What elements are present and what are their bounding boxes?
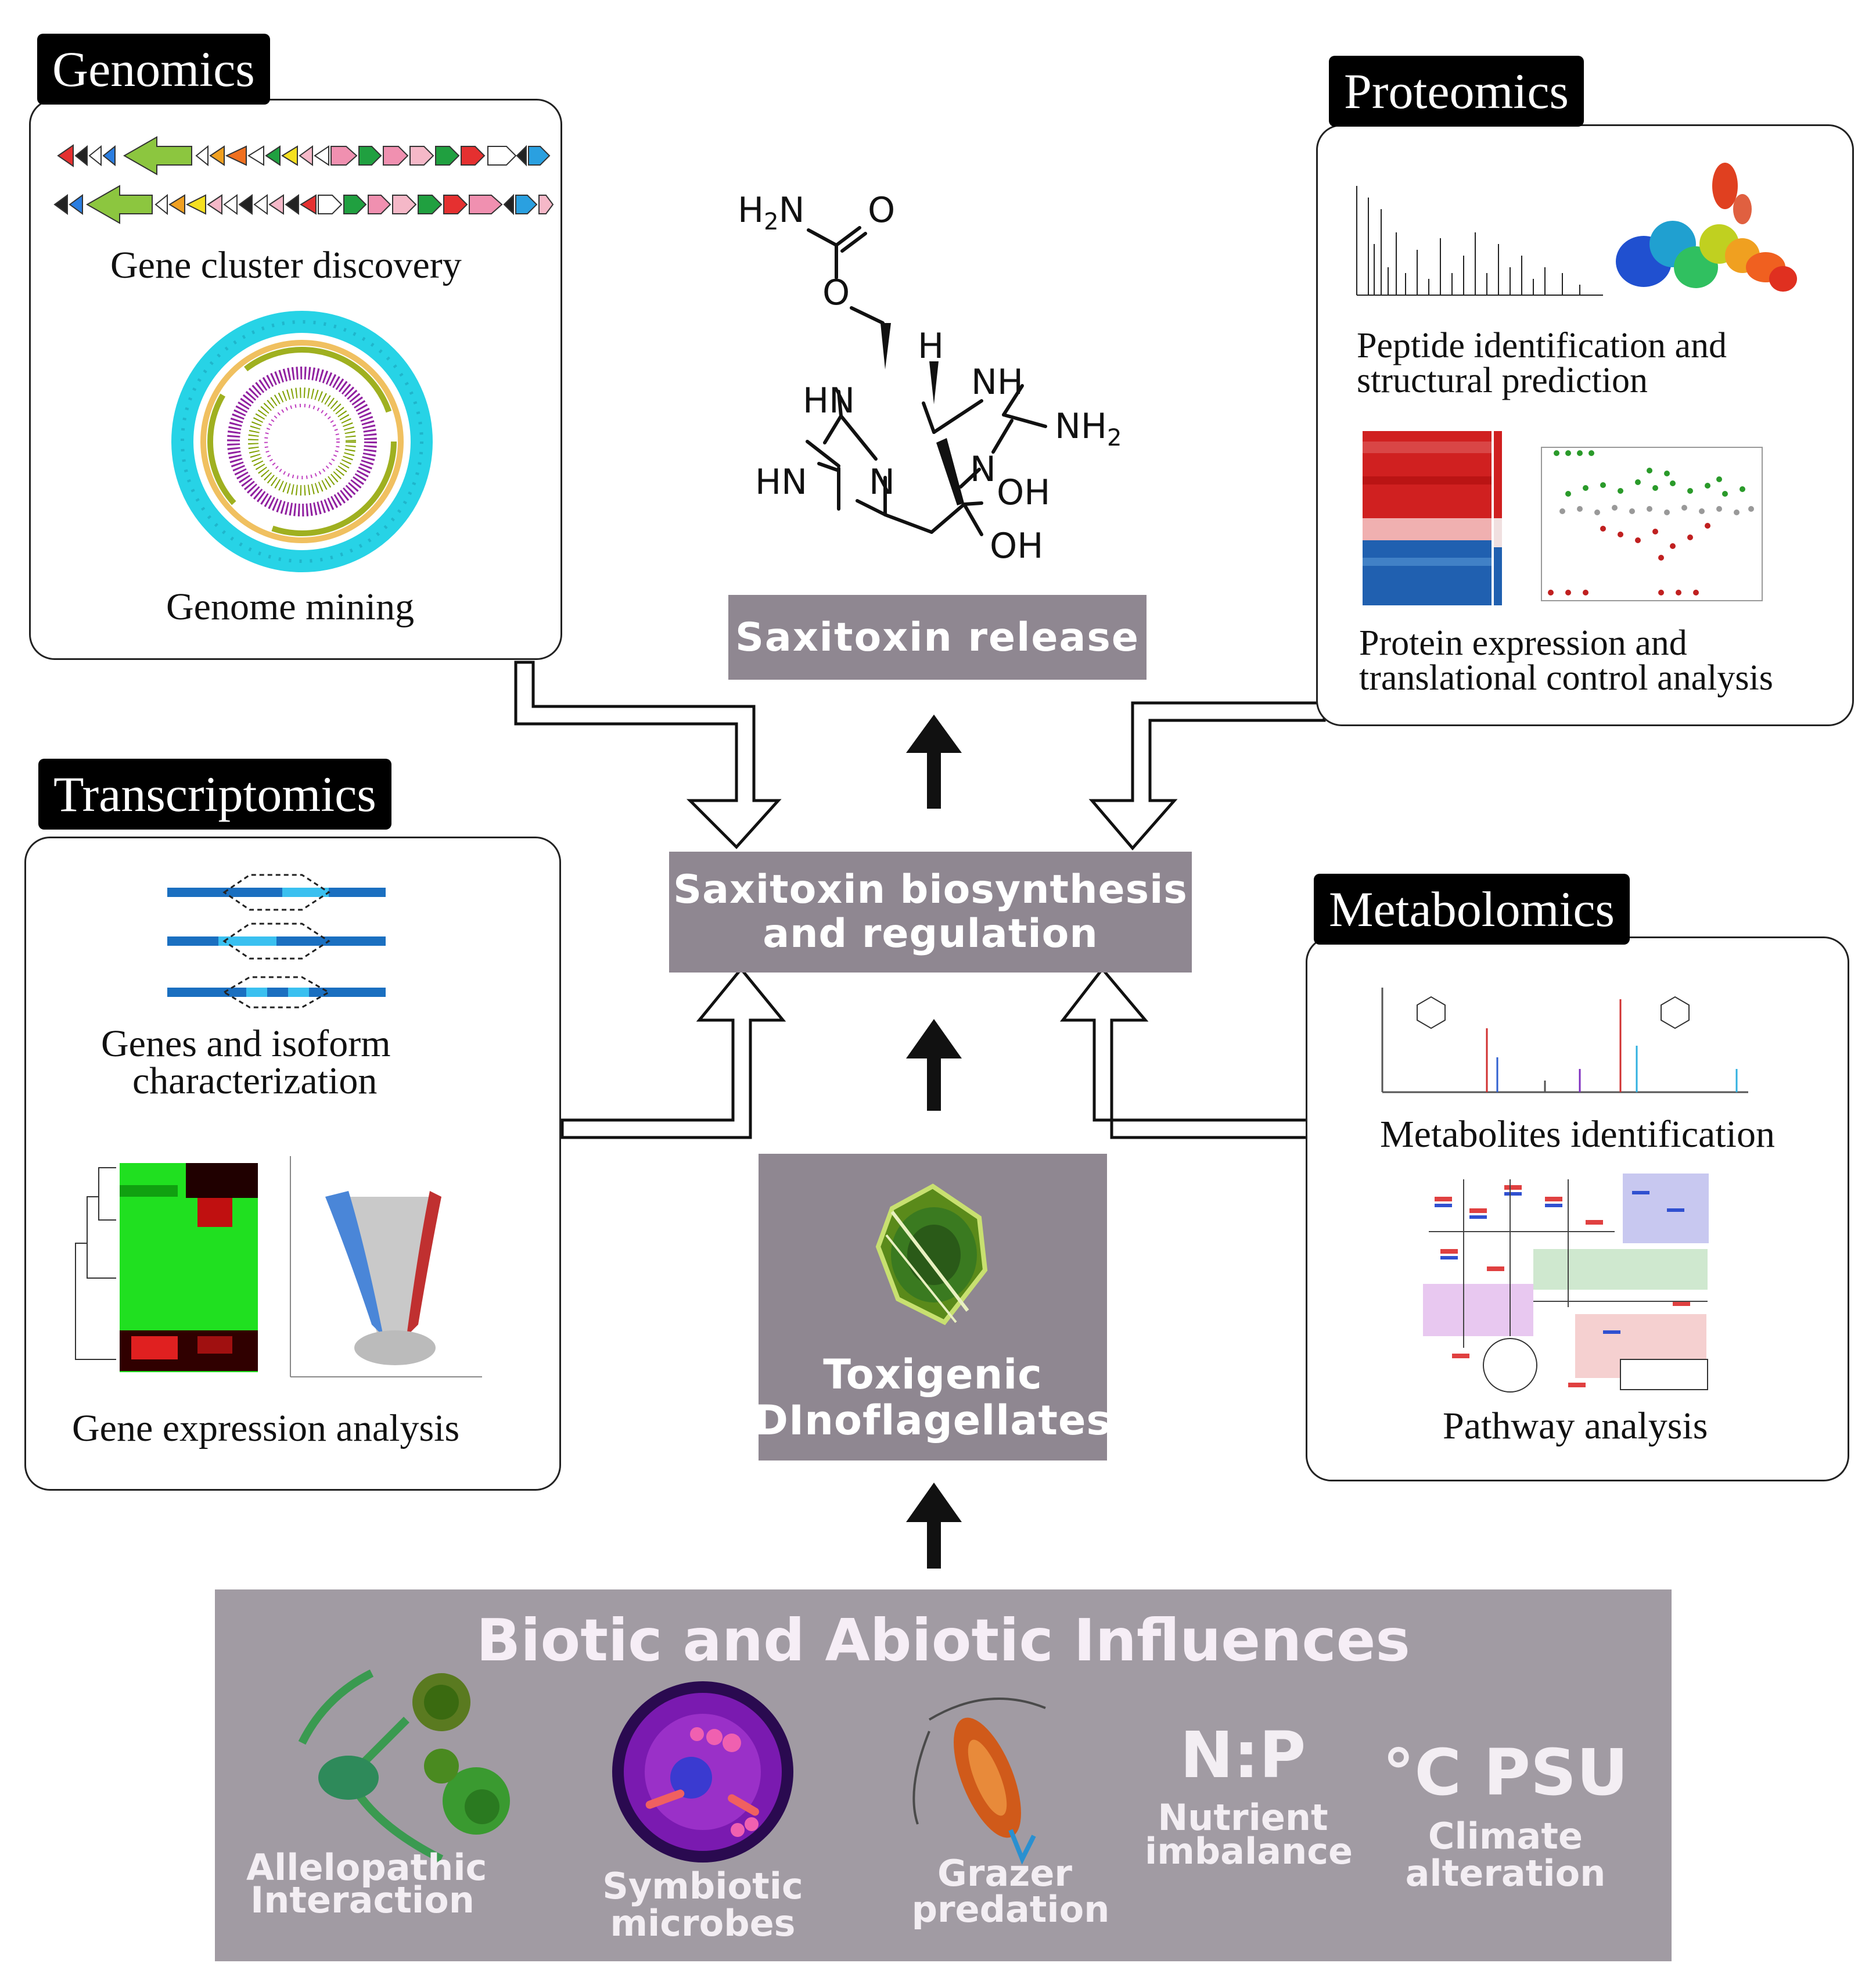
genomics-tag: Genomics	[37, 34, 270, 105]
protein-expression-label-line1: Protein expression and	[1359, 623, 1687, 663]
saxitoxin-biosynthesis-box: Saxitoxin biosynthesis and regulation	[669, 852, 1192, 973]
atom-oh-upper: OH	[997, 472, 1051, 513]
atom-n-imine: N	[970, 449, 996, 490]
peptide-identification-label-line2: structural prediction	[1357, 361, 1648, 400]
pathway-analysis-label: Pathway analysis	[1443, 1405, 1708, 1447]
biosynthesis-line1: Saxitoxin biosynthesis	[673, 866, 1188, 913]
metabolites-identification-label: Metabolites identification	[1380, 1113, 1775, 1156]
grazer-label-line2: predation	[911, 1888, 1110, 1930]
saxitoxin-release-box: Saxitoxin release	[728, 595, 1147, 680]
arrow-proteomics	[1088, 701, 1326, 851]
arrow-up-organism	[906, 1483, 962, 1569]
organism-line1: Toxigenic	[823, 1351, 1043, 1399]
atom-h: H	[918, 326, 944, 367]
atom-nh2: NH2	[1055, 406, 1122, 451]
genes-isoform-label-line2: characterization	[132, 1060, 378, 1102]
atom-o-ester: O	[822, 272, 850, 313]
atom-nh: NH	[971, 362, 1023, 403]
transcriptomics-tag: Transcriptomics	[38, 759, 391, 830]
climate-symbol: °C PSU	[1382, 1735, 1629, 1810]
atom-oh-lower: OH	[990, 526, 1044, 566]
nutrient-label-line1: Nutrient	[1158, 1796, 1328, 1839]
protein-expression-label-line2: translational control analysis	[1359, 658, 1773, 698]
allelopathic-label-line1: Allelopathic	[246, 1846, 487, 1889]
peptide-identification-label-line1: Peptide identification and	[1357, 326, 1727, 365]
arrow-up-biosynthesis	[906, 1019, 962, 1111]
metabolomics-tag: Metabolomics	[1314, 874, 1630, 945]
atom-o-carbonyl: O	[868, 190, 896, 231]
atom-hn-upper: HN	[803, 381, 855, 421]
nutrient-label-line2: imbalance	[1144, 1830, 1353, 1872]
arrow-metabolomics	[1059, 967, 1313, 1139]
genome-mining-label: Genome mining	[166, 586, 415, 628]
proteomics-tag: Proteomics	[1329, 56, 1584, 127]
proteomics-panel	[1316, 124, 1854, 726]
atom-hn-lower: HN	[755, 462, 807, 503]
arrow-transcriptomics	[560, 967, 786, 1139]
genomics-panel	[29, 99, 562, 660]
dinoflagellate-image	[875, 1183, 988, 1326]
influences-title: Biotic and Abiotic Influences	[476, 1606, 1410, 1674]
toxigenic-dinoflagellates-box: Toxigenic DInoflagellates	[754, 1154, 1110, 1461]
allelopathic-label-line2: Interaction	[250, 1879, 475, 1921]
symbiotic-label-line1: Symbiotic	[602, 1865, 803, 1907]
genes-isoform-label-line1: Genes and isoform	[101, 1022, 391, 1065]
atom-h2n: H2N	[738, 190, 805, 235]
transcriptomics-panel	[24, 837, 561, 1491]
gene-cluster-discovery-label: Gene cluster discovery	[110, 244, 462, 286]
biosynthesis-line2: and regulation	[763, 911, 1098, 957]
metabolomics-panel	[1306, 936, 1849, 1481]
symbiotic-label-line2: microbes	[610, 1902, 796, 1944]
climate-label-line2: alteration	[1405, 1852, 1606, 1894]
atom-n-ring: N	[869, 462, 895, 503]
climate-label-line1: Climate	[1428, 1815, 1583, 1857]
arrow-genomics	[514, 661, 782, 849]
arrow-up-release	[906, 715, 962, 809]
nutrient-symbol: N:P	[1180, 1718, 1306, 1792]
organism-line2: DInoflagellates	[754, 1396, 1112, 1444]
gene-expression-analysis-label: Gene expression analysis	[72, 1407, 460, 1449]
grazer-label-line1: Grazer	[937, 1852, 1072, 1894]
